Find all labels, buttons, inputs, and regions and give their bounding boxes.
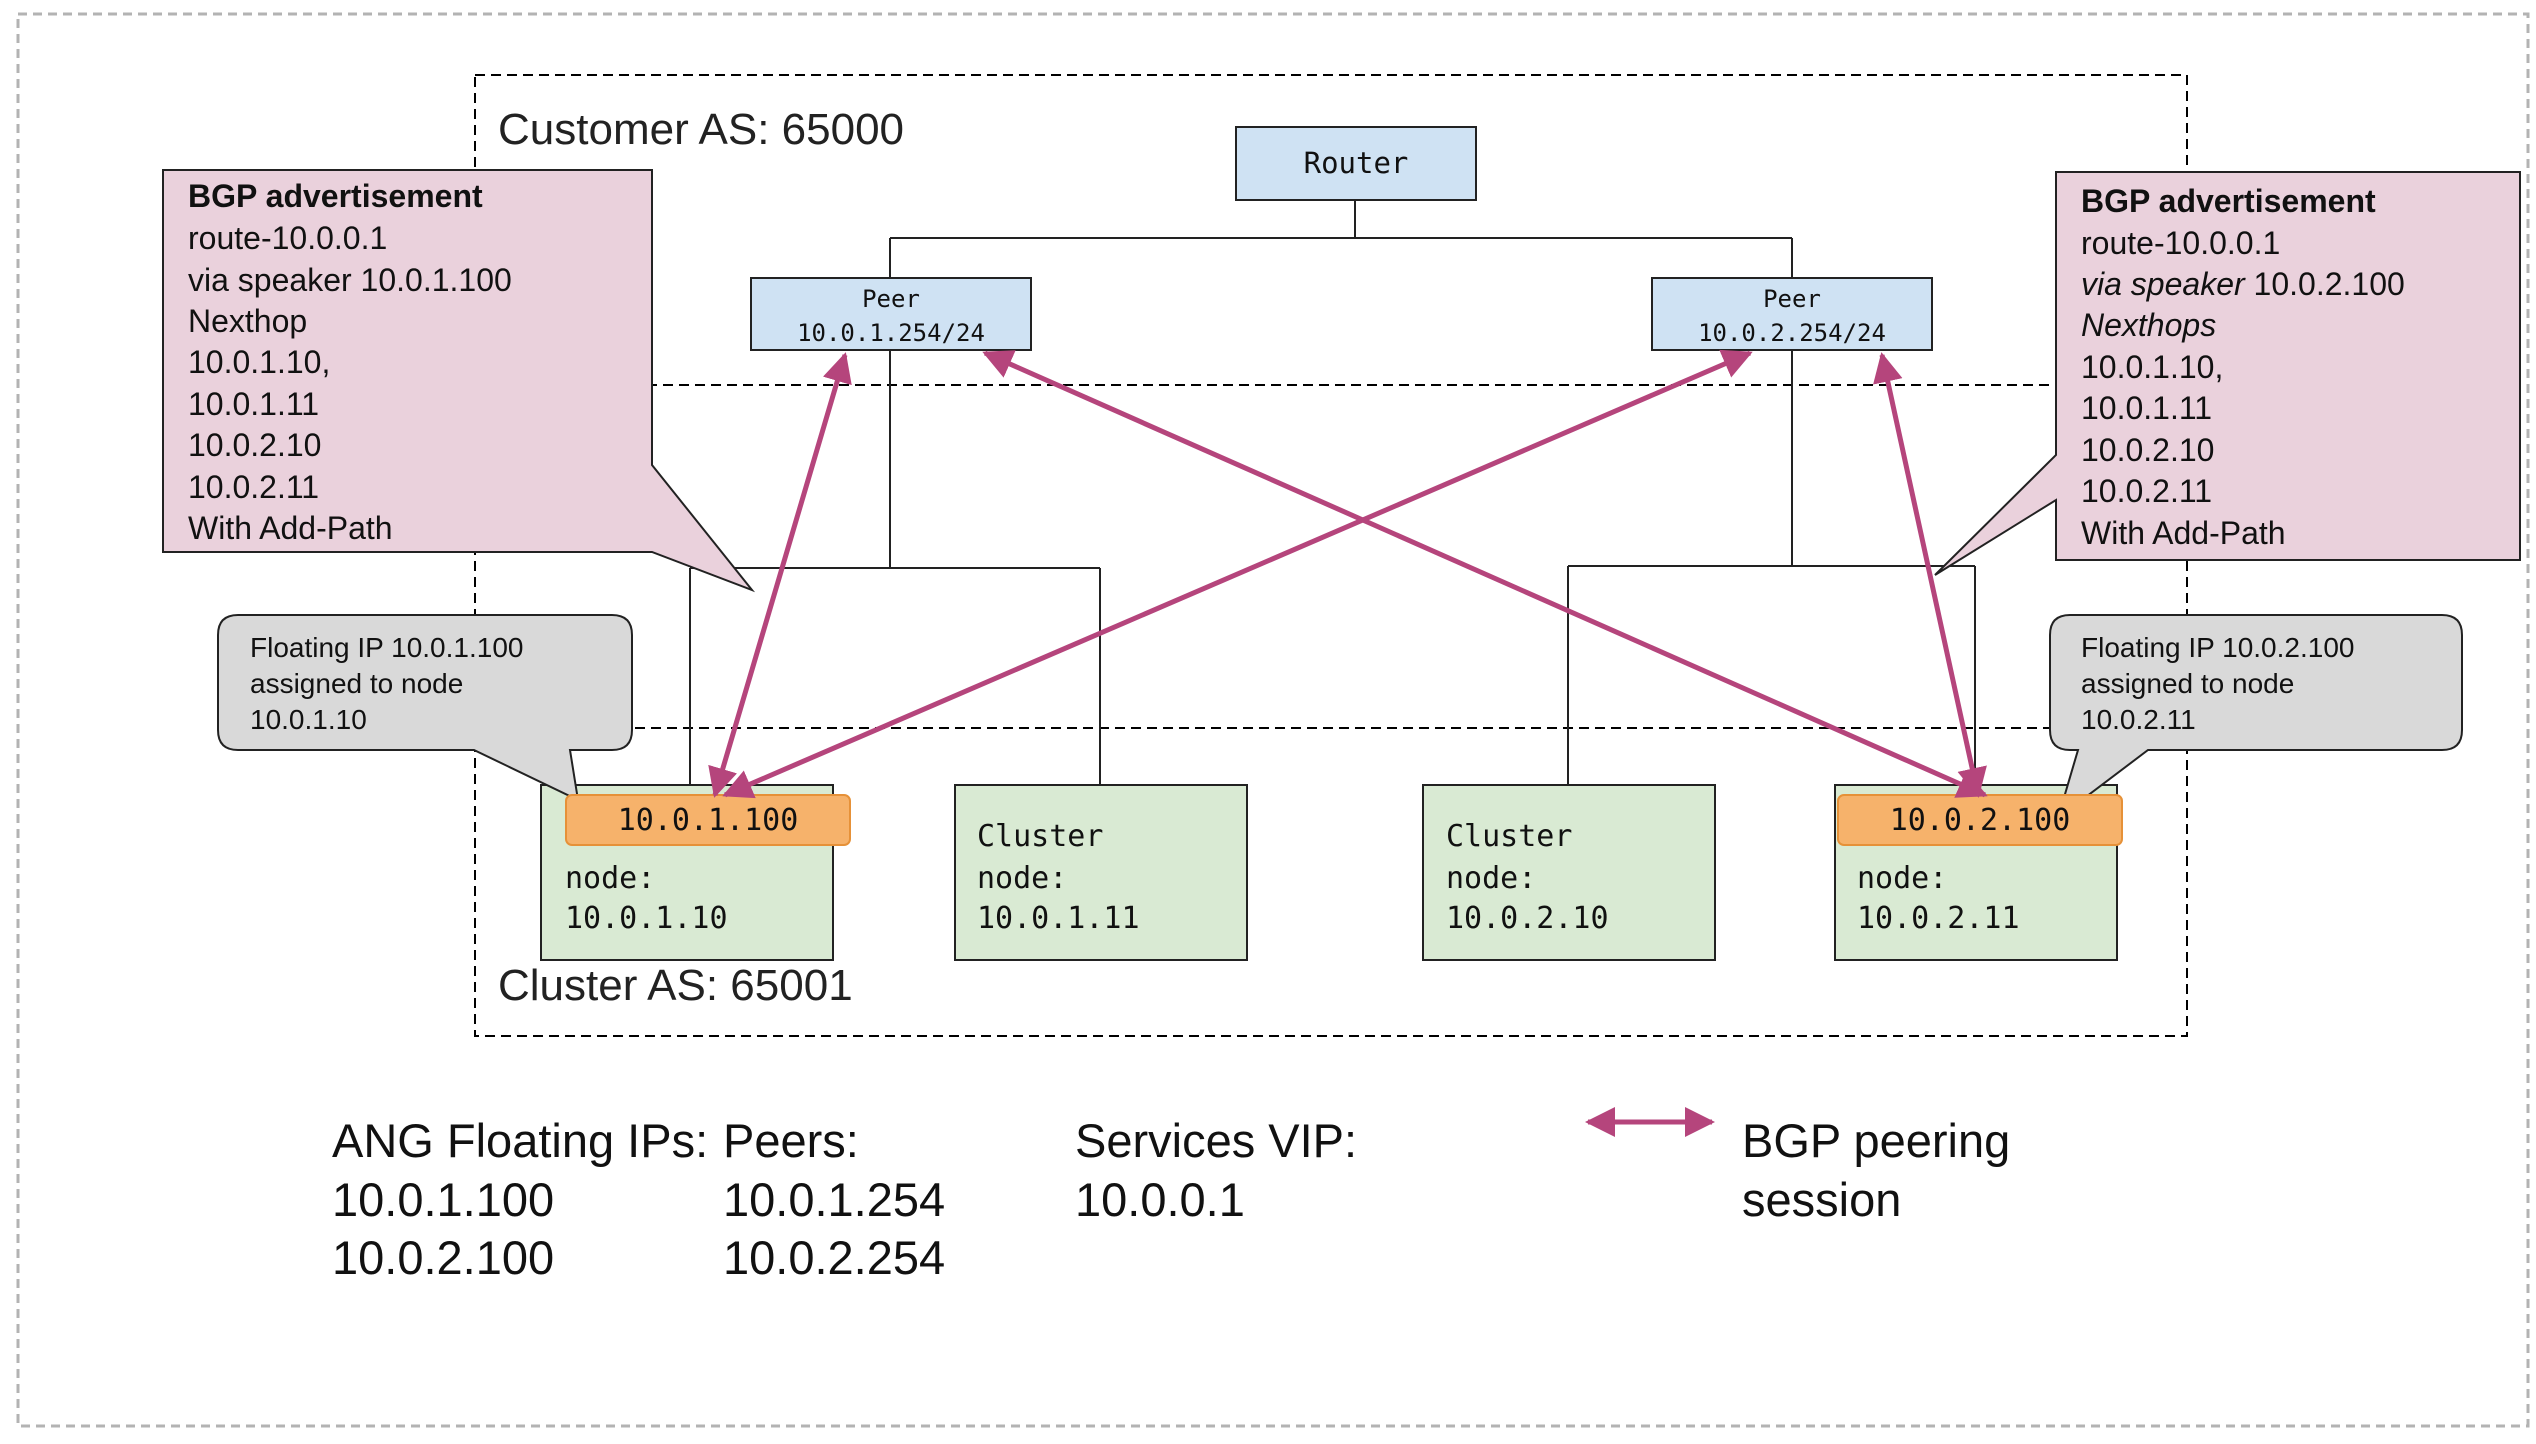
- legend-floating-ip: 10.0.1.100: [332, 1173, 554, 1226]
- node-4-line2: 10.0.2.11: [1857, 901, 2020, 936]
- floating-ip-2-label: 10.0.2.100: [1890, 803, 2071, 838]
- legend: ANG Floating IPs: 10.0.1.100 10.0.2.100 …: [332, 1114, 2010, 1284]
- advert-right-speaker-prefix: via speaker: [2081, 266, 2246, 302]
- advert-right-note: [1934, 171, 2521, 576]
- advert-right-line: 10.0.2.10: [2081, 432, 2214, 468]
- node-labels: node: 10.0.1.10 Cluster node: 10.0.1.11 …: [565, 819, 2020, 936]
- floating-ip-badge-1: [565, 794, 851, 846]
- node-box-2: [954, 784, 1248, 961]
- advert-right-line: 10.0.1.11: [2081, 390, 2212, 426]
- node-3-line0: Cluster: [1446, 819, 1572, 854]
- legend-floating-ips-title: ANG Floating IPs:: [332, 1114, 708, 1167]
- floating-ip-1-label: 10.0.1.100: [618, 803, 799, 838]
- peer-2-title: Peer: [1763, 285, 1821, 313]
- node-3-line1: node:: [1446, 861, 1536, 896]
- advert-left-line: With Add-Path: [188, 510, 393, 546]
- advert-left-lines: route-10.0.0.1 via speaker 10.0.1.100 Ne…: [188, 220, 512, 546]
- advert-right-speaker: via speaker 10.0.2.100: [2081, 266, 2405, 302]
- cluster-as-label: Cluster AS: 65001: [498, 961, 853, 1010]
- node-2-line1: node:: [977, 861, 1067, 896]
- callout-right-line: assigned to node: [2081, 668, 2294, 699]
- node-4-line1: node:: [1857, 861, 1947, 896]
- peer-box-2: [1651, 277, 1933, 351]
- advert-left-line: 10.0.2.10: [188, 427, 321, 463]
- node-box-3: [1422, 784, 1716, 961]
- page-border: [16, 12, 2530, 1428]
- router-label: Router: [1304, 146, 1409, 180]
- router-box: [1235, 126, 1477, 201]
- legend-peer: 10.0.1.254: [723, 1173, 945, 1226]
- advert-right-heading: BGP advertisement: [2081, 183, 2376, 219]
- advert-right-route: route-10.0.0.1: [2081, 225, 2280, 261]
- legend-bgp-line2: session: [1742, 1173, 1901, 1226]
- legend-peers-title: Peers:: [723, 1114, 859, 1167]
- peer-2-address: 10.0.2.254/24: [1698, 319, 1886, 347]
- callout-left-line: assigned to node: [250, 668, 463, 699]
- node-2-line2: 10.0.1.11: [977, 901, 1140, 936]
- advert-right-speaker-ip: 10.0.2.100: [2245, 266, 2405, 302]
- peering-arrow-4: [1873, 352, 1987, 798]
- legend-bgp-line1: BGP peering: [1742, 1114, 2010, 1167]
- node-3-line2: 10.0.2.10: [1446, 901, 1609, 936]
- advert-left-line: 10.0.1.10,: [188, 344, 330, 380]
- advert-right-nexthops-label: Nexthops: [2081, 307, 2216, 343]
- legend-floating-ip: 10.0.2.100: [332, 1231, 554, 1284]
- node-2-line0: Cluster: [977, 819, 1103, 854]
- callout-right-line: Floating IP 10.0.2.100: [2081, 632, 2354, 663]
- callout-right-bubble: [2049, 614, 2463, 821]
- peer-box-1: [750, 277, 1032, 351]
- node-1-line1: node:: [565, 861, 655, 896]
- peer-1-title: Peer: [862, 285, 920, 313]
- customer-as-label: Customer AS: 65000: [498, 105, 904, 154]
- callout-left-line: 10.0.1.10: [250, 704, 367, 735]
- legend-vip: 10.0.0.1: [1075, 1173, 1245, 1226]
- callout-left-bubble: [217, 614, 633, 802]
- legend-peer: 10.0.2.254: [723, 1231, 945, 1284]
- advert-left-line: 10.0.2.11: [188, 469, 319, 505]
- callout-left-text: Floating IP 10.0.1.100 assigned to node …: [250, 632, 523, 735]
- peer-1-address: 10.0.1.254/24: [797, 319, 985, 347]
- legend-vip-title: Services VIP:: [1075, 1114, 1357, 1167]
- advert-right-line: 10.0.1.10,: [2081, 349, 2223, 385]
- bgp-peering-arrows: [708, 349, 1988, 799]
- advert-left-line: route-10.0.0.1: [188, 220, 387, 256]
- peering-arrow-3: [982, 350, 1988, 798]
- callout-right-line: 10.0.2.11: [2081, 704, 2196, 735]
- advert-left-line: Nexthop: [188, 303, 307, 339]
- callout-right-text: Floating IP 10.0.2.100 assigned to node …: [2081, 632, 2354, 735]
- advert-left-heading: BGP advertisement: [188, 178, 483, 214]
- advert-right-line: With Add-Path: [2081, 515, 2286, 551]
- advert-right-lines: 10.0.1.10, 10.0.1.11 10.0.2.10 10.0.2.11…: [2081, 349, 2286, 551]
- node-1-line2: 10.0.1.10: [565, 901, 728, 936]
- advert-left-line: 10.0.1.11: [188, 386, 319, 422]
- advert-right-line: 10.0.2.11: [2081, 473, 2212, 509]
- advert-left-line: via speaker 10.0.1.100: [188, 262, 512, 298]
- callout-left-line: Floating IP 10.0.1.100: [250, 632, 523, 663]
